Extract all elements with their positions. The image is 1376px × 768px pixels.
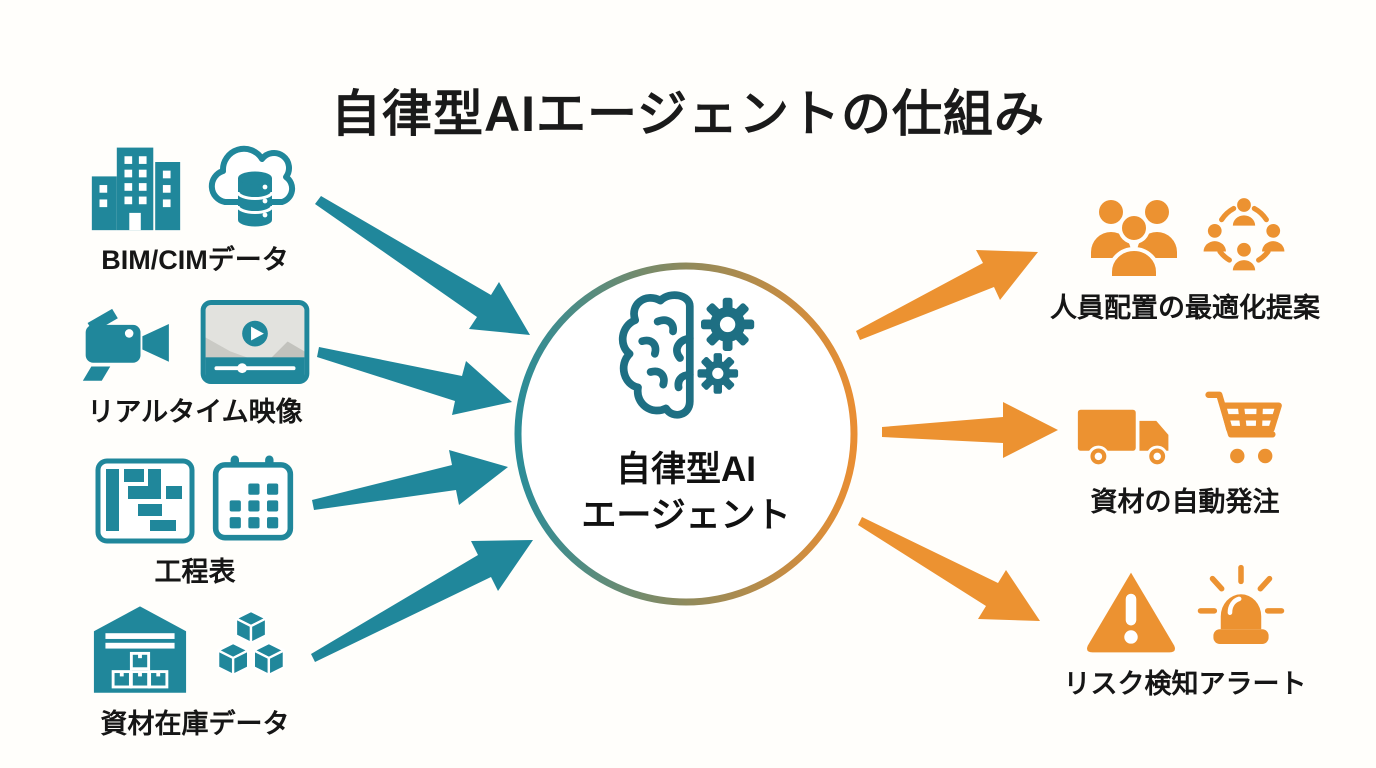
input-arrow-4: [311, 540, 533, 662]
delivery-truck-icon: [1077, 409, 1169, 468]
input-arrow-2: [317, 347, 512, 415]
warning-triangle-icon: [1087, 572, 1175, 653]
agent-label-line1: 自律型AI: [615, 450, 756, 489]
input-2-icons: [80, 298, 310, 384]
output-item-risk-alert: リスク検知アラート: [1035, 562, 1335, 701]
video-camera-icon: [82, 308, 169, 381]
input-4-icons: [92, 604, 298, 696]
output-arrow-2: [882, 402, 1058, 458]
page-title: 自律型AIエージェントの仕組み: [331, 85, 1045, 142]
output-item-staffing: 人員配置の最適化提案: [1020, 190, 1350, 325]
output-item-auto-order: 資材の自動発注: [1035, 384, 1335, 519]
output-1-label: 人員配置の最適化提案: [1050, 293, 1320, 323]
input-3-icons: [95, 452, 295, 544]
output-1-icons: [1083, 190, 1287, 280]
input-4-label: 資材在庫データ: [100, 709, 290, 739]
input-arrow-3: [312, 450, 508, 510]
people-group-icon: [1091, 200, 1177, 280]
video-player-icon: [200, 300, 310, 384]
output-2-label: 資材の自動発注: [1090, 487, 1280, 517]
agent-label: 自律型AI エージェント: [513, 447, 859, 539]
warehouse-icon: [93, 606, 187, 693]
agent-circle: [514, 262, 858, 606]
shopping-cart-icon: [1205, 391, 1282, 464]
input-item-schedule: 工程表: [60, 452, 330, 589]
input-1-icons: [88, 140, 302, 232]
output-3-label: リスク検知アラート: [1063, 669, 1307, 699]
input-3-label: 工程表: [154, 557, 236, 587]
brain-gears-icon: [612, 288, 762, 428]
output-arrow-3: [858, 517, 1040, 621]
people-network-icon: [1203, 198, 1285, 271]
siren-icon: [1197, 564, 1285, 644]
agent-label-line2: エージェント: [581, 496, 791, 536]
calendar-icon: [212, 455, 294, 541]
stacked-boxes-icon: [216, 609, 286, 677]
input-item-material-stock: 資材在庫データ: [60, 604, 330, 741]
cloud-database-icon: [208, 145, 296, 227]
input-2-label: リアルタイム映像: [87, 397, 303, 427]
input-arrow-1: [315, 196, 530, 335]
output-2-icons: [1076, 384, 1294, 474]
input-item-bim-cim: BIM/CIMデータ: [60, 140, 330, 277]
buildings-icon: [91, 147, 181, 231]
output-arrow-1: [856, 250, 1038, 340]
input-item-realtime-video: リアルタイム映像: [60, 298, 330, 429]
input-1-label: BIM/CIMデータ: [101, 245, 289, 275]
gantt-chart-icon: [95, 458, 195, 544]
output-3-icons: [1083, 562, 1287, 656]
